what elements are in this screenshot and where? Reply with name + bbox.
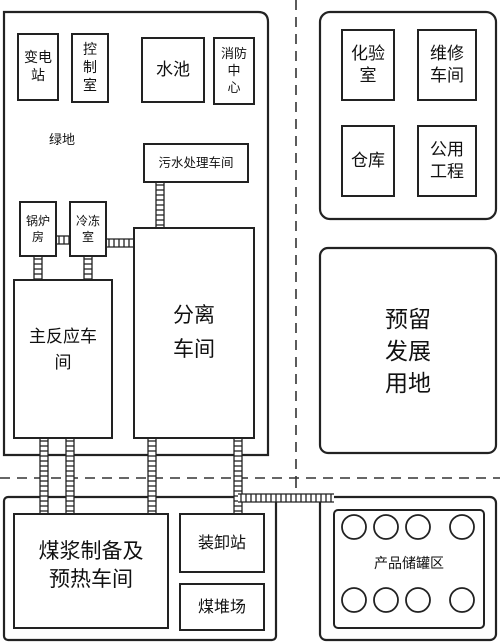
- coal-slurry-label: 煤浆制备及预热车间: [39, 539, 144, 591]
- pipe-cold-to-reactor: [83, 256, 93, 280]
- utilities-box: [417, 125, 477, 197]
- storage-tanks: [341, 514, 475, 613]
- pipe-reactor-to-coal-left: [39, 438, 49, 514]
- pipe-racks: [33, 182, 334, 514]
- cold-room-label: 冷冻室: [76, 213, 100, 244]
- storage-tank: [449, 587, 475, 613]
- reserved-land-zone: [318, 246, 498, 455]
- pipe-reactor-to-coal-right: [65, 438, 75, 514]
- main-reactor-box: [13, 279, 113, 439]
- loading-station-label: 装卸站: [198, 533, 246, 552]
- cold-room-box: [69, 201, 107, 257]
- repair-box: [417, 29, 477, 101]
- substation-label: 变电站: [24, 50, 52, 84]
- fire-center-box: [213, 37, 255, 105]
- lab-box: [341, 29, 395, 101]
- warehouse-box: [341, 125, 395, 197]
- storage-tank: [373, 587, 399, 613]
- pool-box: [141, 37, 205, 103]
- storage-tank: [373, 514, 399, 540]
- boiler-room-label: 锅炉房: [26, 213, 50, 244]
- sewage-workshop-label: 污水处理车间: [158, 155, 233, 170]
- reserved-land-label: 预留发展用地: [385, 307, 431, 397]
- control-room-label: 控制室: [83, 42, 97, 94]
- sewage-workshop-box: [143, 143, 249, 183]
- pool-label: 水池: [156, 60, 190, 80]
- coal-slurry-box: [13, 513, 169, 629]
- coal-yard-box: [179, 583, 265, 631]
- storage-tank: [405, 514, 431, 540]
- separation-box: [133, 227, 255, 439]
- pipe-separation-to-coal: [147, 438, 157, 514]
- pipe-boiler-to-reactor: [33, 256, 43, 280]
- lab-label: 化验室: [351, 44, 385, 86]
- utilities-label: 公用工程: [430, 140, 464, 182]
- pipe-boiler-to-cold: [56, 235, 70, 245]
- fire-center-label: 消防中心: [221, 46, 247, 96]
- green-land-label: 绿地: [49, 133, 75, 148]
- control-room-box: [71, 33, 109, 103]
- pipe-cold-to-separation: [106, 238, 134, 248]
- tank-area-box: [333, 509, 485, 629]
- separation-label: 分离车间: [173, 303, 215, 361]
- storage-tank: [449, 514, 475, 540]
- loading-station-box: [179, 513, 265, 573]
- pipe-sewage-to-separation: [155, 182, 165, 228]
- tank-area-label: 产品储罐区: [374, 556, 444, 572]
- boiler-room-box: [19, 201, 57, 257]
- coal-yard-label: 煤堆场: [198, 597, 246, 616]
- pipe-to-tank-area: [238, 493, 334, 503]
- pipe-separation-to-loading: [233, 438, 243, 514]
- repair-label: 维修车间: [430, 44, 464, 86]
- main-reactor-label: 主反应车间: [29, 327, 97, 373]
- storage-tank: [405, 587, 431, 613]
- storage-tank: [341, 514, 367, 540]
- storage-tank: [341, 587, 367, 613]
- warehouse-label: 仓库: [351, 151, 385, 171]
- substation-box: [17, 33, 59, 101]
